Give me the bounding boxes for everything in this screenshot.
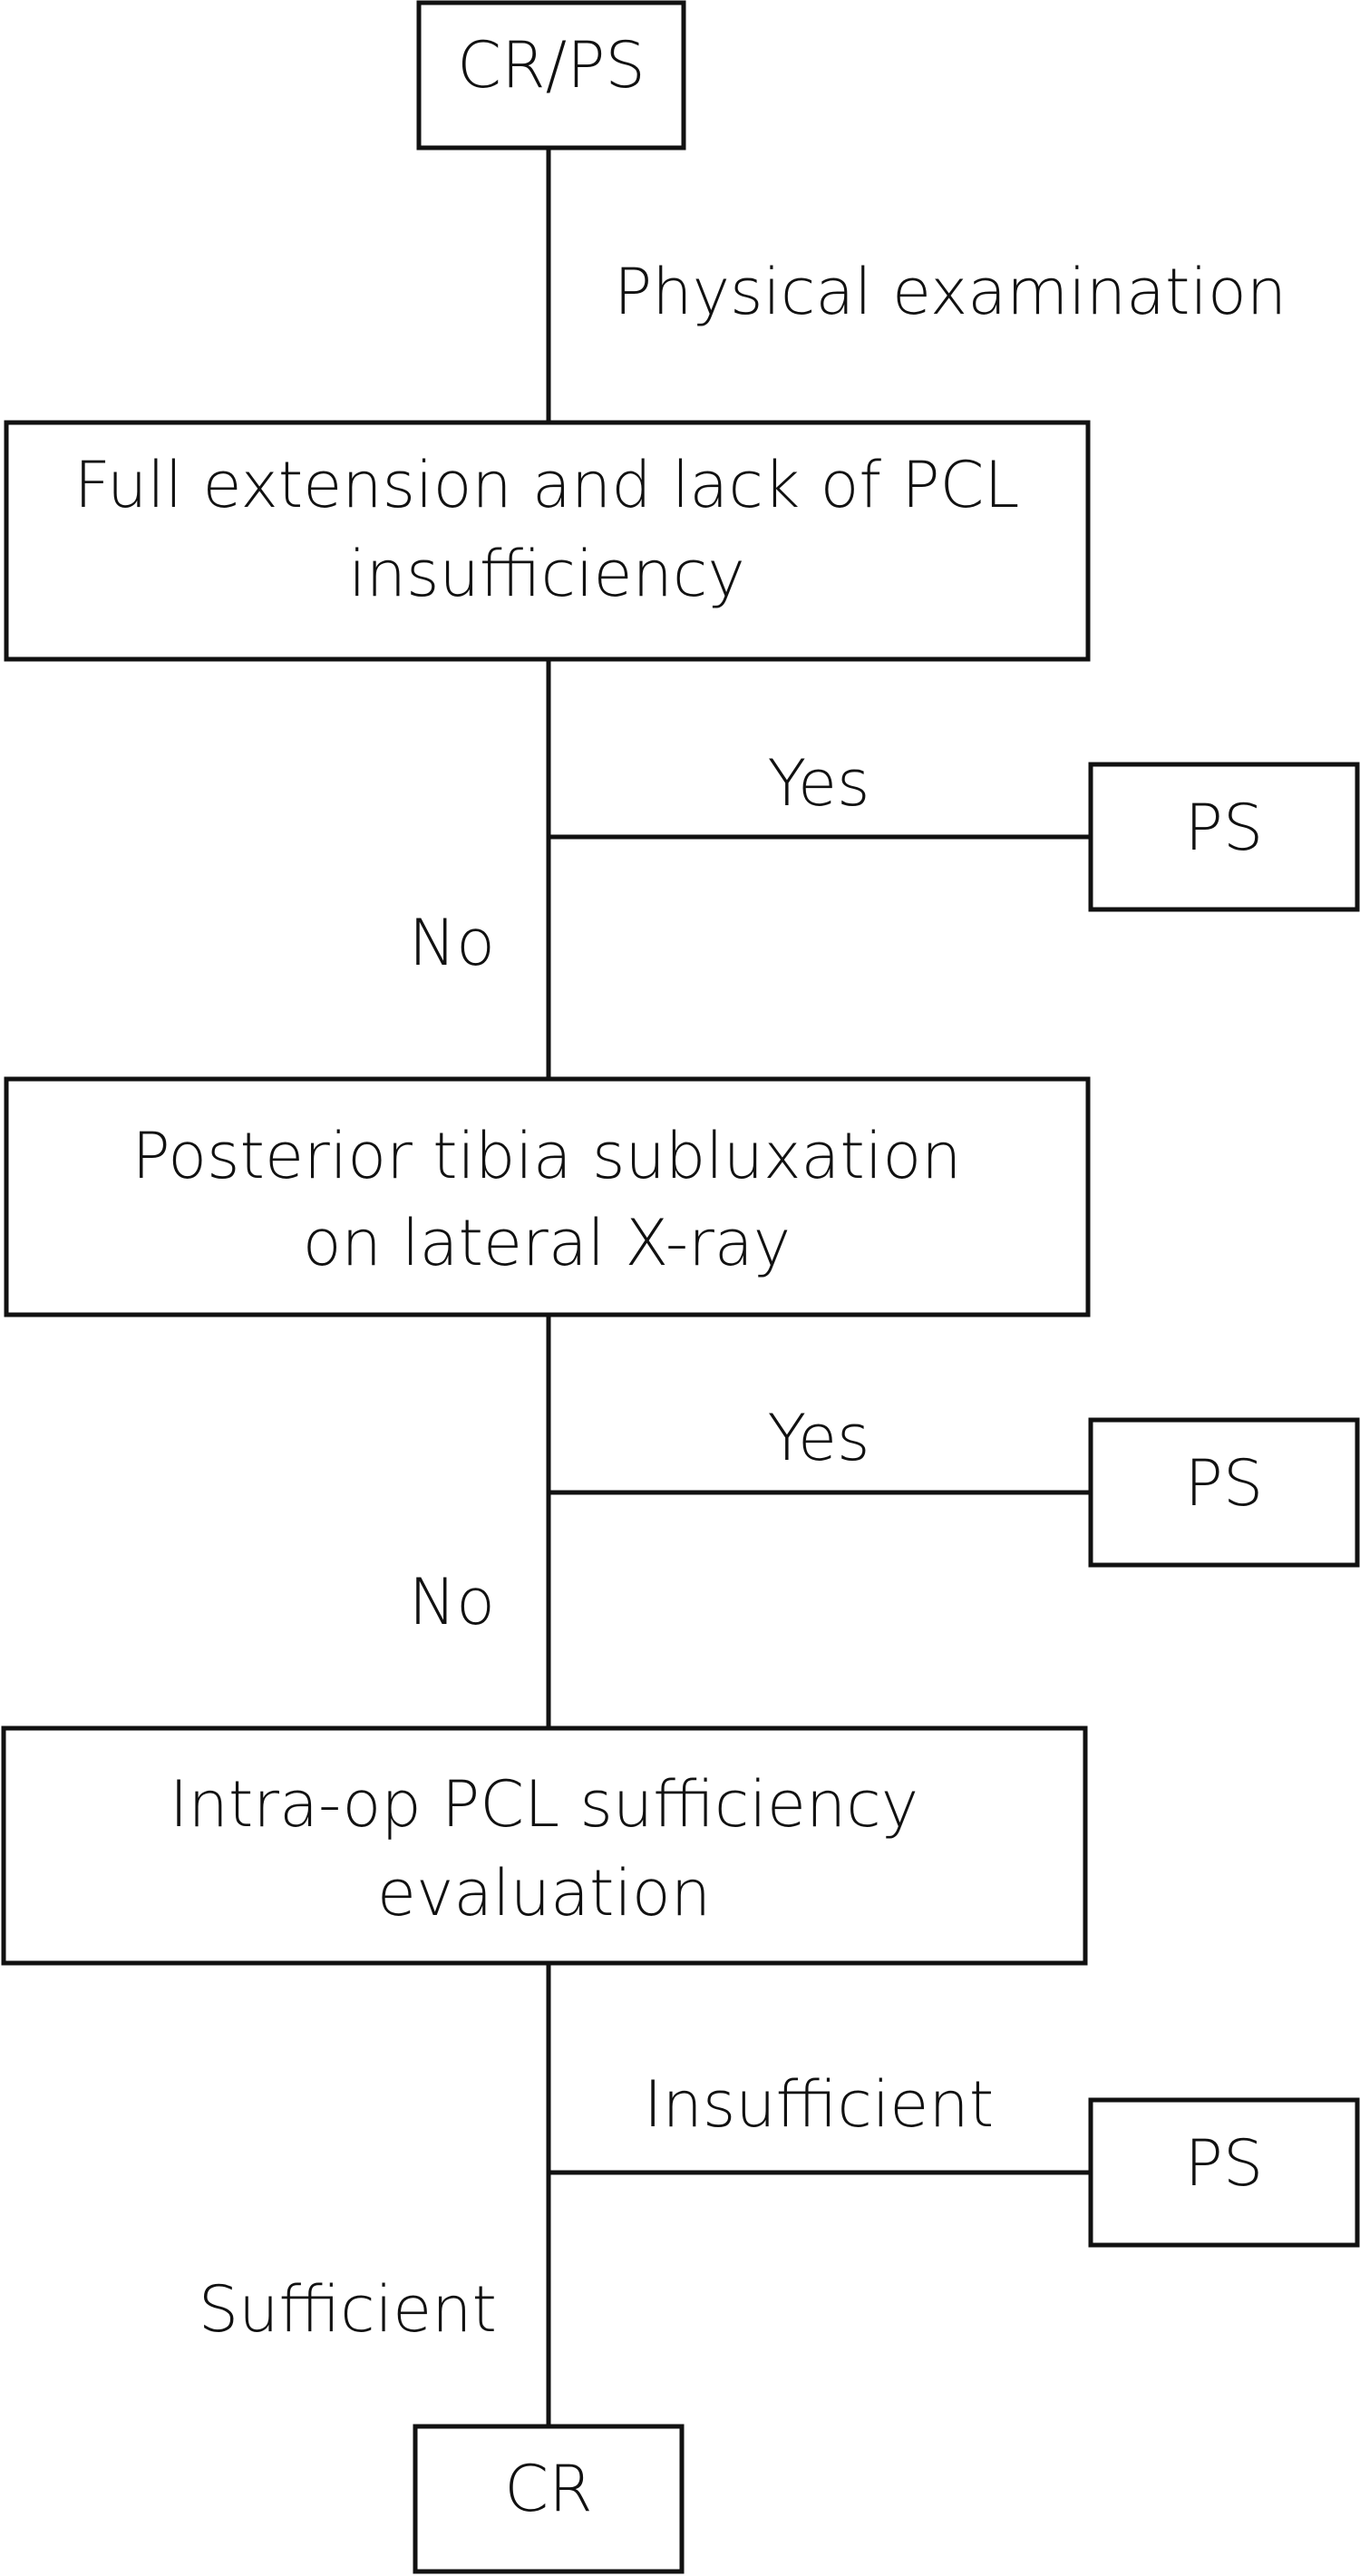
node-q1-box (4, 420, 1091, 662)
node-ps-2: PS (1088, 1417, 1360, 1568)
edge-label-q2-yes: Yes (768, 1401, 870, 1475)
node-q3-box (1, 1725, 1088, 1966)
node-ps-2-box (1088, 1417, 1360, 1568)
node-start-label: CR/PS (457, 28, 646, 102)
node-ps-1-label: PS (1185, 791, 1264, 865)
node-q2-line-1: Posterior tibia subluxation (131, 1119, 961, 1193)
edge-label-q3-sufficient: Sufficient (199, 2272, 497, 2347)
connectors (546, 148, 1091, 2426)
edge-label-q1-no: No (409, 906, 495, 980)
node-ps-2-label: PS (1185, 1446, 1264, 1521)
node-end-box (413, 2424, 685, 2574)
node-ps-1: PS (1088, 762, 1360, 912)
node-q3-line-2: evaluation (377, 1856, 711, 1930)
node-q1-line-1: Full extension and lack of PCL (74, 448, 1020, 522)
node-start: CR/PS (416, 0, 686, 151)
edge-label-physical-examination: Physical examination (614, 255, 1287, 329)
node-q3-line-1: Intra-op PCL sufficiency (170, 1767, 918, 1842)
node-end-label: CR (504, 2452, 593, 2526)
node-end: CR (413, 2424, 685, 2574)
edge-label-q2-no: No (409, 1565, 495, 1639)
node-ps-3-label: PS (1185, 2126, 1264, 2201)
node-ps-1-box (1088, 762, 1360, 912)
edge-label-q1-yes: Yes (768, 746, 870, 821)
node-q3: Intra-op PCL sufficiency evaluation (1, 1725, 1088, 1966)
node-q1-line-2: insufficiency (348, 537, 745, 611)
node-q1: Full extension and lack of PCL insuffici… (4, 420, 1091, 662)
node-start-box (416, 0, 686, 151)
node-q2: Posterior tibia subluxation on lateral X… (4, 1076, 1091, 1317)
node-q2-line-2: on lateral X-ray (303, 1206, 792, 1280)
node-ps-3-box (1088, 2097, 1360, 2248)
node-ps-3: PS (1088, 2097, 1360, 2248)
edge-label-q3-insufficient: Insufficient (644, 2067, 994, 2142)
node-q2-box (4, 1076, 1091, 1317)
